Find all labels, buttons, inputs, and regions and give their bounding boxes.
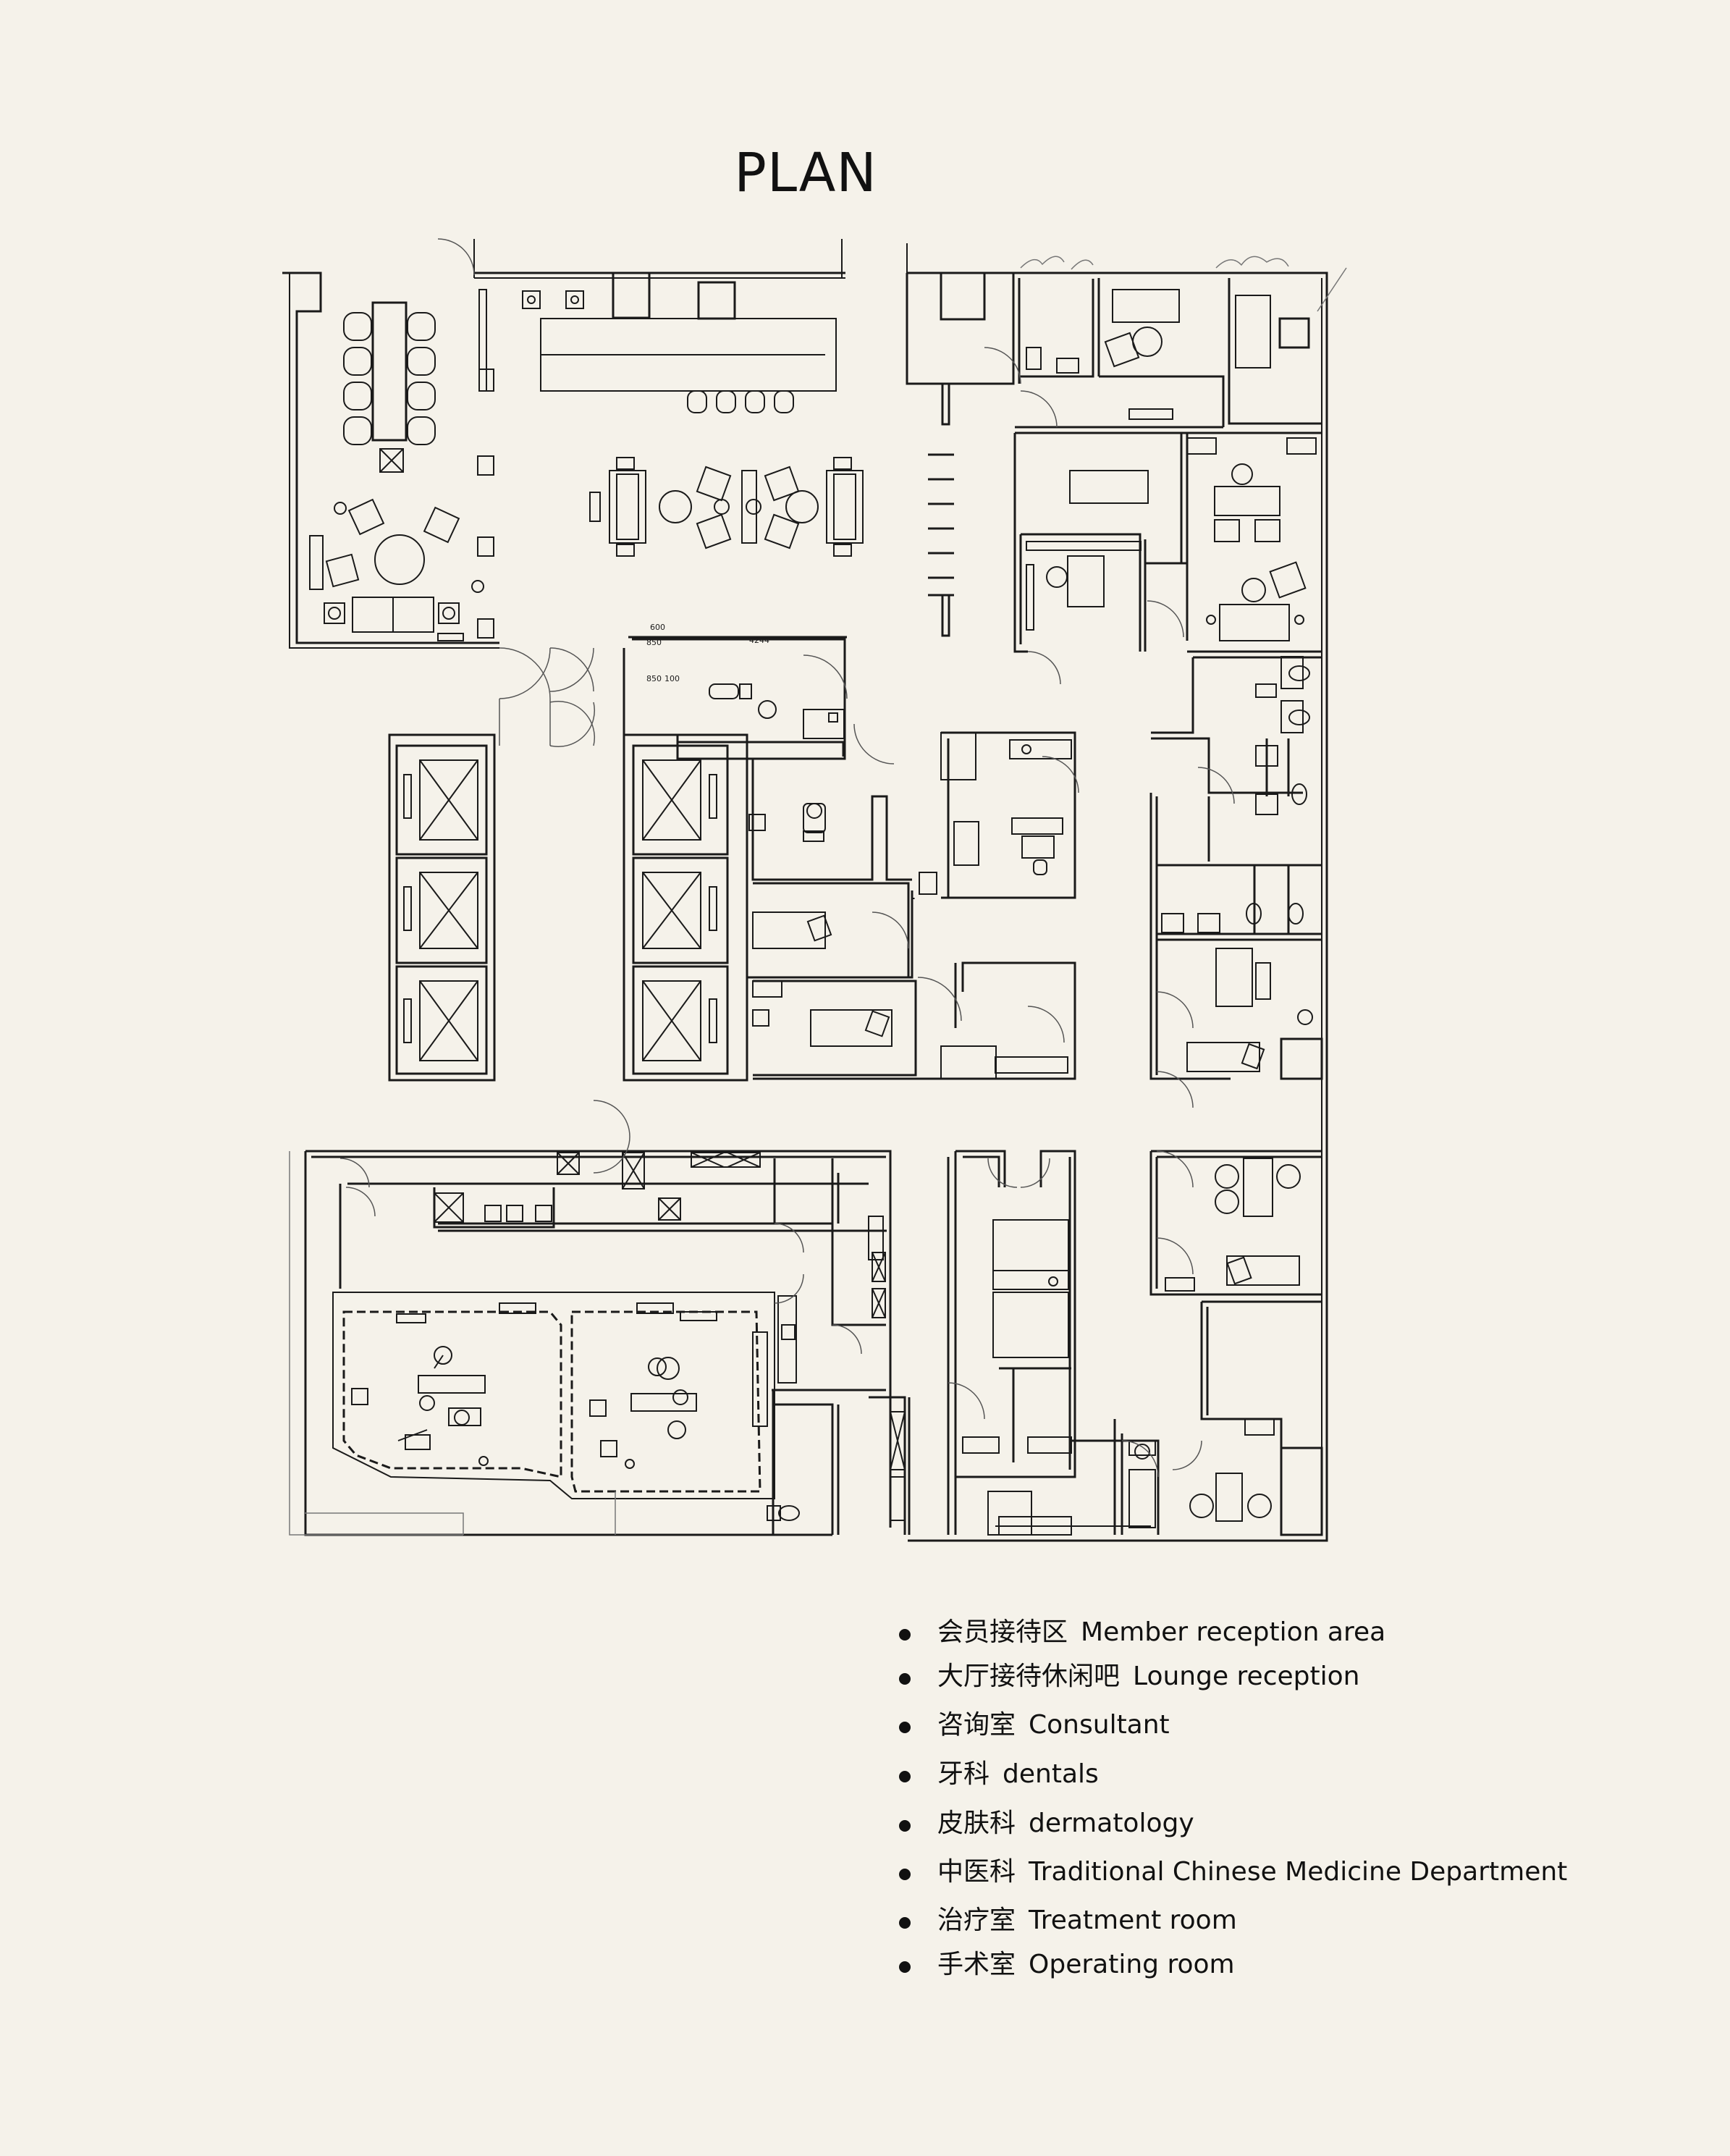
plan-title: PLAN [734,142,877,204]
bullet-icon [899,1917,911,1929]
consultant-rooms [940,271,1322,653]
dimension-label: 850 [646,638,662,647]
elevator-block-right [623,733,748,1082]
dental-rooms: 600 850 4244 850 100 [623,623,1076,1080]
floor-plan-drawing: 600 850 4244 850 100 [282,238,1347,1542]
bullet-icon [899,1629,911,1641]
tcm-department [947,1150,1151,1536]
bullet-icon [899,1820,911,1832]
bullet-icon [899,1771,911,1782]
dimension-label: 4244 [749,636,769,645]
dimension-label: 850 [646,674,662,683]
exterior-walls [282,239,1328,1542]
dimension-label: 600 [650,623,665,632]
bullet-icon [899,1869,911,1880]
bullet-icon [899,1961,911,1973]
bullet-icon [899,1722,911,1733]
bullet-icon [899,1673,911,1685]
operating-rooms [304,1150,911,1536]
elevator-block-left [388,733,496,1082]
lounge-reception [477,271,954,639]
right-column-rooms [1071,650,1323,1536]
member-reception-area [309,301,484,641]
dimension-label: 100 [664,674,680,683]
